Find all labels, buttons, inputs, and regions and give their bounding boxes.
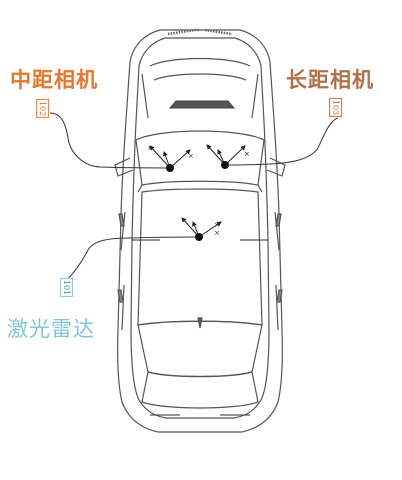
svg-text:x: x	[148, 144, 152, 152]
svg-text:×: ×	[214, 221, 220, 229]
svg-text:×: ×	[244, 150, 250, 158]
leader-line-mid-camera	[49, 112, 167, 169]
leader-line-lidar	[66, 236, 196, 281]
svg-text:×: ×	[214, 229, 220, 237]
lidar-label: 激光雷达	[7, 317, 95, 341]
lidar-axes-icon: × ×	[181, 217, 222, 241]
mid-camera-axes-icon: x ×	[148, 144, 194, 172]
svg-text:×: ×	[188, 152, 194, 160]
leader-lines	[49, 112, 339, 281]
hood-sensor-bar	[168, 100, 236, 109]
long-range-camera-label: 长距相机	[286, 68, 374, 92]
leader-line-long-camera	[228, 117, 339, 166]
long-camera-axes-icon: ×	[206, 144, 250, 169]
long-range-camera-ref-tag: 103	[329, 97, 343, 118]
mid-range-camera-ref-tag: 102	[36, 98, 50, 119]
mid-range-camera-label: 中距相机	[10, 68, 98, 92]
lidar-ref-tag: 101	[60, 277, 74, 298]
car-top-view-icon	[114, 28, 286, 433]
